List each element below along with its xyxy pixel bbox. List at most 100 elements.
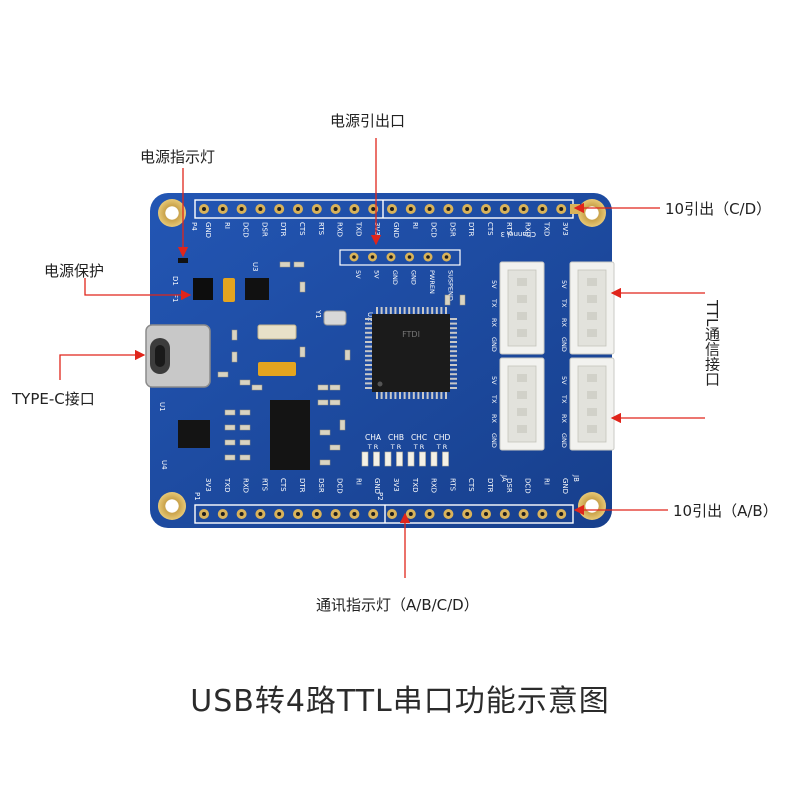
- led-sub-label: T R: [367, 443, 379, 451]
- callout-power-led: 电源指示灯: [140, 148, 216, 166]
- connector-pin-label: 5V: [560, 280, 568, 289]
- callout-ttl-port: TTL通信接口: [703, 300, 721, 387]
- top-pin-label: RTS: [317, 222, 325, 236]
- smd-component: [319, 429, 331, 436]
- callout-typec: TYPE-C接口: [12, 390, 95, 408]
- callout-pins-cd: 10引出（C/D）: [665, 200, 772, 218]
- bottom-pin-label: RXD: [242, 478, 250, 493]
- connector-pin-label: RX: [560, 318, 568, 328]
- smd-component: [224, 409, 236, 416]
- callout-power-protect: 电源保护: [44, 262, 105, 280]
- smd-component: [239, 424, 251, 431]
- smd-component: [317, 399, 329, 406]
- led-label: CHC: [411, 433, 427, 442]
- connector-pin-label: TX: [490, 298, 498, 308]
- smd-component: [239, 379, 251, 386]
- smd-component: [231, 329, 238, 341]
- top-pin-label: RI: [223, 222, 231, 229]
- capacitor-c11: [258, 362, 296, 376]
- connector-pin-label: RX: [490, 318, 498, 328]
- bottom-pin-label: RXD: [430, 478, 438, 493]
- smd-component: [231, 351, 238, 363]
- bottom-pin-label: 3V3: [392, 478, 400, 492]
- callout-pins-ab: 10引出（A/B）: [673, 502, 778, 520]
- bottom-pin-label: RTS: [260, 478, 268, 492]
- connector-pin-label: 5V: [560, 376, 568, 385]
- top-pin-label: GND: [392, 222, 400, 238]
- power-pin-label: 5V: [373, 270, 381, 279]
- top-pin-label: GND: [204, 222, 212, 238]
- channel-led: [373, 451, 380, 467]
- top-pin-label: CTS: [298, 222, 306, 236]
- label-u1: U1: [158, 402, 166, 412]
- usb-c-connector: [145, 324, 211, 388]
- connector-pin-label: 5V: [490, 376, 498, 385]
- smd-component: [251, 384, 263, 391]
- bottom-pin-label: CTS: [467, 478, 475, 492]
- connector-pin-label: RX: [560, 414, 568, 424]
- label-f1: F1: [171, 294, 179, 302]
- label-ja: JA: [500, 474, 508, 482]
- regulator-u3: [245, 278, 269, 300]
- bottom-pin-label: CTS: [279, 478, 287, 492]
- power-pin-label: 5V: [354, 270, 362, 279]
- smd-component: [329, 384, 341, 391]
- bottom-pin-label: TXD: [411, 477, 419, 492]
- power-led: [178, 258, 188, 263]
- connector-pin-label: TX: [560, 394, 568, 404]
- led-label: CHD: [434, 433, 451, 442]
- bottom-pin-label: DSR: [317, 478, 325, 493]
- smd-component: [329, 444, 341, 451]
- smd-component: [239, 439, 251, 446]
- top-pin-label: DTR: [467, 222, 475, 237]
- protection-diode: [193, 278, 213, 300]
- top-pin-label: 3V3: [561, 222, 569, 236]
- smd-component: [444, 294, 451, 306]
- bottom-pin-label: RI: [542, 478, 550, 485]
- connector-pin-label: GND: [490, 337, 498, 352]
- channel-led: [430, 451, 438, 467]
- smd-component: [217, 371, 229, 378]
- power-pin-label: GND: [410, 270, 418, 285]
- callout-lines: [59, 138, 705, 578]
- channel-led: [419, 451, 426, 467]
- channel-led: [442, 451, 449, 467]
- smd-component: [224, 454, 236, 461]
- label-u2: U2: [366, 312, 374, 322]
- channel-led: [361, 451, 369, 467]
- smd-component: [239, 454, 251, 461]
- passive-components: [217, 261, 466, 466]
- connector-pin-label: RX: [490, 414, 498, 424]
- connector-pin-label: TX: [560, 298, 568, 308]
- chip-marking: FTDI: [402, 330, 420, 339]
- smd-component: [344, 349, 351, 361]
- label-p4: P4: [190, 222, 198, 231]
- connector-pin-label: 5V: [490, 280, 498, 289]
- top-pin-header: [199, 204, 580, 214]
- label-u3: U3: [251, 262, 259, 272]
- callout-power-out: 电源引出口: [330, 112, 406, 130]
- bottom-pin-label: 3V3: [204, 478, 212, 492]
- bottom-pin-header: [199, 509, 567, 519]
- chip-u4: [178, 420, 210, 448]
- ttl-connectors: [499, 261, 615, 451]
- smd-component: [224, 439, 236, 446]
- power-header: [349, 252, 451, 262]
- capacitor-c13: [257, 324, 297, 340]
- channel-led: [407, 451, 415, 467]
- top-pin-label: RXD: [524, 222, 532, 237]
- top-pin-label: DSR: [260, 222, 268, 237]
- label-p2: P2: [376, 492, 384, 501]
- bottom-pin-label: TXD: [223, 477, 231, 492]
- top-pin-label: DCD: [430, 222, 438, 238]
- smd-component: [317, 384, 329, 391]
- connector-pin-label: TX: [490, 394, 498, 404]
- bottom-pin-label: DTR: [298, 478, 306, 493]
- fuse: [223, 278, 235, 302]
- smd-component: [293, 261, 305, 268]
- power-pin-label: GND: [391, 270, 399, 285]
